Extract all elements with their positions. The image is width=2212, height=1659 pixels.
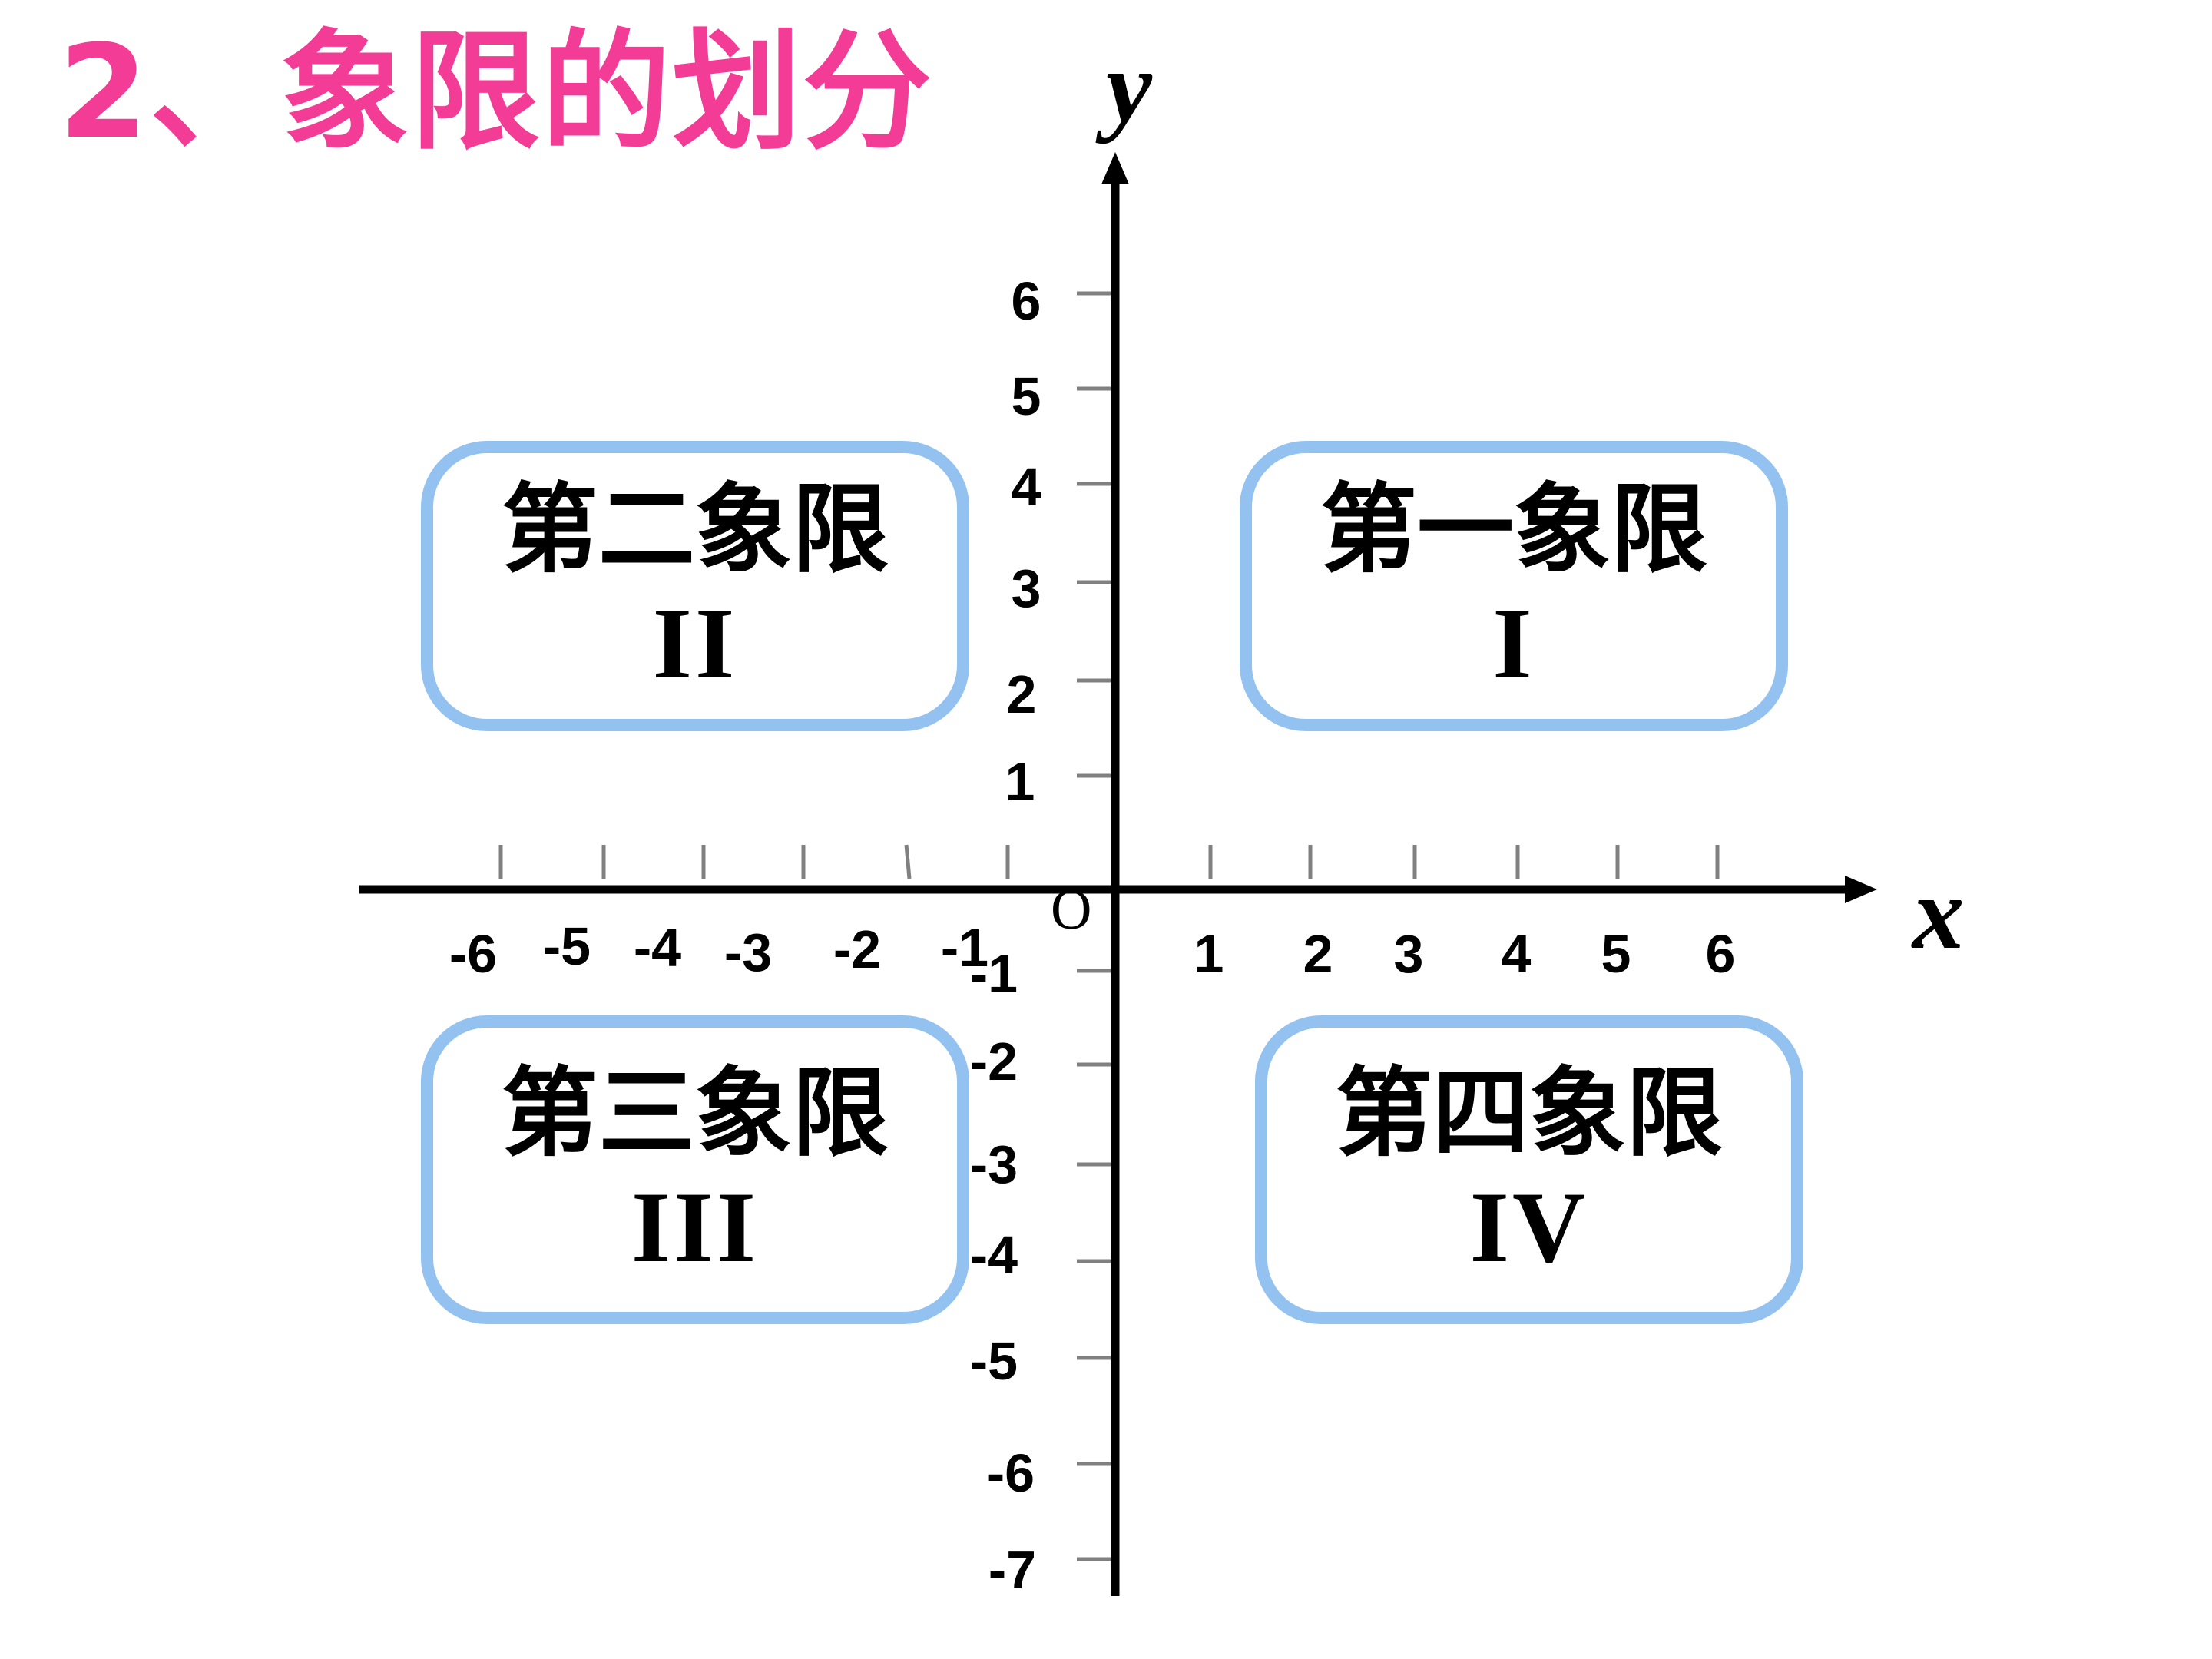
y-tick-label: 1 (1005, 752, 1035, 812)
x-axis-ticks (498, 844, 1720, 879)
x-axis-arrow (1845, 876, 1877, 903)
x-axis-label: x (1912, 856, 1965, 971)
quadrant-4-name: 第四象限 (1336, 1057, 1723, 1171)
x-tick-label: 6 (1705, 924, 1736, 984)
y-tick-label: -7 (988, 1540, 1037, 1600)
quadrant-3-box: 第三象限 III (421, 1015, 969, 1324)
x-tick-label: 2 (1303, 924, 1333, 984)
x-tick-label: -5 (542, 916, 591, 976)
quadrant-2-box: 第二象限 II (421, 441, 969, 731)
x-tick-label: -6 (449, 924, 498, 984)
quadrant-1-roman: I (1492, 586, 1535, 700)
y-tick-label: 2 (1006, 664, 1037, 724)
y-tick-label: 3 (1011, 558, 1041, 618)
origin-label: O (1051, 879, 1092, 942)
quadrant-1-box: 第一象限 I (1240, 441, 1788, 731)
quadrant-4-box: 第四象限 IV (1255, 1015, 1803, 1324)
x-tick-label: 3 (1393, 924, 1424, 984)
x-tick-label: -1 (940, 918, 989, 978)
quadrant-3-name: 第三象限 (502, 1057, 889, 1171)
x-tick-label: -3 (724, 922, 773, 982)
quadrant-4-roman: IV (1469, 1170, 1589, 1283)
quadrant-1-name: 第一象限 (1320, 473, 1707, 587)
y-tick-label: -1 (969, 944, 1018, 1004)
quadrant-3-roman: III (631, 1170, 760, 1283)
y-tick-label: -2 (969, 1031, 1018, 1091)
y-tick-label: -4 (969, 1225, 1018, 1285)
x-tick (904, 844, 912, 879)
x-tick-label: -2 (833, 919, 882, 979)
x-tick-label: 4 (1501, 924, 1532, 984)
y-axis-label: y (1106, 30, 1152, 144)
y-axis-arrow (1101, 152, 1129, 184)
x-tick-label: 1 (1194, 924, 1224, 984)
page-title: 2、象限的划分 (58, 17, 933, 167)
quadrant-2-roman: II (652, 586, 738, 700)
y-tick-label: 6 (1011, 271, 1041, 331)
x-tick-label: -4 (633, 918, 682, 978)
y-tick-label: 5 (1011, 366, 1041, 426)
y-tick-label: -3 (969, 1134, 1018, 1194)
quadrant-2-name: 第二象限 (502, 473, 889, 587)
x-tick-label: 5 (1601, 924, 1631, 984)
y-tick-label: -5 (969, 1331, 1018, 1391)
y-tick-label: 4 (1011, 457, 1041, 517)
y-axis-ticks (1077, 291, 1111, 1561)
y-tick-label: -6 (986, 1443, 1035, 1503)
